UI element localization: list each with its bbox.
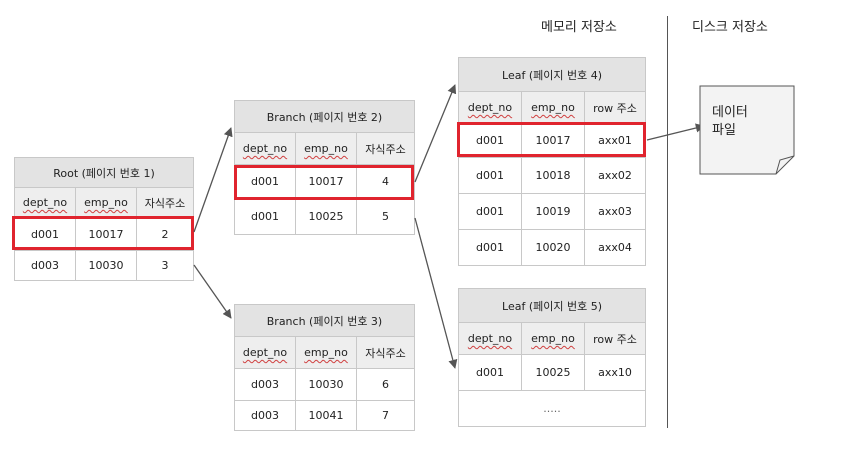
cell: 10041 [295,400,357,431]
column-header-row-address: row 주소 [583,322,647,355]
column-header-child-address: 자식주소 [135,187,195,218]
leaf-page-5-table: Leaf (페이지 번호 5) dept_no emp_no row 주소 d0… [457,288,647,427]
branch-page-3-table: Branch (페이지 번호 3) dept_no emp_no 자식주소 d0… [234,304,415,431]
cell: 10025 [521,354,585,391]
storage-divider [667,16,668,428]
ellipsis-cell: ..... [457,390,647,427]
branch-page-2-title: Branch (페이지 번호 2) [234,100,415,133]
cell: d001 [458,193,522,230]
cell: 10017 [521,123,585,158]
table-row: d003 10041 7 [234,400,415,431]
leaf-page-5-title: Leaf (페이지 번호 5) [457,288,647,323]
cell: 7 [356,400,415,431]
cell: 3 [135,250,195,281]
column-header-emp-no: emp_no [531,332,575,345]
column-header-dept-no: dept_no [242,346,288,359]
table-row: d001 10019 axx03 [458,193,647,230]
cell: axx02 [583,157,647,194]
data-file-shape [699,85,795,175]
branch-page-3-title: Branch (페이지 번호 3) [234,304,415,337]
root-page-title: Root (페이지 번호 1) [13,157,195,188]
cell: d001 [458,354,522,391]
leaf-page-4-title: Leaf (페이지 번호 4) [457,57,647,92]
leaf-page-4-table: Leaf (페이지 번호 4) dept_no emp_no row 주소 d0… [457,57,647,266]
table-row: d001 10025 5 [234,198,415,235]
table-row: d001 10020 axx04 [458,229,647,266]
column-header-emp-no: emp_no [304,346,348,359]
cell: d003 [14,250,76,281]
cell: 10018 [521,157,585,194]
column-header-dept-no: dept_no [242,142,288,155]
arrow-root-to-branch-3 [193,264,232,319]
root-page-table: Root (페이지 번호 1) dept_no emp_no 자식주소 d001… [13,157,195,281]
data-file-label: 데이터 파일 [712,104,772,140]
table-row: d003 10030 3 [14,250,195,281]
data-file-line-2: 파일 [712,123,736,138]
cell: 10025 [295,198,357,235]
data-file-fold [775,155,795,175]
cell: d003 [234,368,296,401]
cell: 6 [356,368,415,401]
memory-storage-label: 메모리 저장소 [541,20,617,35]
table-row: ..... [457,390,647,427]
column-header-dept-no: dept_no [22,196,68,209]
column-header-emp-no: emp_no [304,142,348,155]
column-header-emp-no: emp_no [531,101,575,114]
cell: d003 [234,400,296,431]
cell: 10030 [75,250,137,281]
table-row: d001 10017 2 [14,217,195,251]
cell: axx04 [583,229,647,266]
data-file-line-1: 데이터 [712,105,748,120]
column-header-emp-no: emp_no [84,196,128,209]
cell: axx03 [583,193,647,230]
arrow-leaf-to-data-file [646,123,705,141]
column-header-dept-no: dept_no [467,332,513,345]
column-header-child-address: 자식주소 [356,336,415,369]
column-header-row-address: row 주소 [583,91,647,124]
arrow-branch-2-to-leaf-5 [414,217,458,369]
table-row: d001 10018 axx02 [458,157,647,194]
column-header-dept-no: dept_no [467,101,513,114]
disk-storage-label: 디스크 저장소 [692,20,768,35]
cell: d001 [234,164,296,199]
column-header-child-address: 자식주소 [356,132,415,165]
table-row: d003 10030 6 [234,368,415,401]
arrow-root-to-branch-2 [193,127,233,233]
cell: d001 [14,217,76,251]
cell: axx01 [583,123,647,158]
arrow-branch-2-to-leaf-4 [414,84,457,183]
table-row: d001 10025 axx10 [458,354,647,391]
cell: d001 [234,198,296,235]
cell: 10020 [521,229,585,266]
